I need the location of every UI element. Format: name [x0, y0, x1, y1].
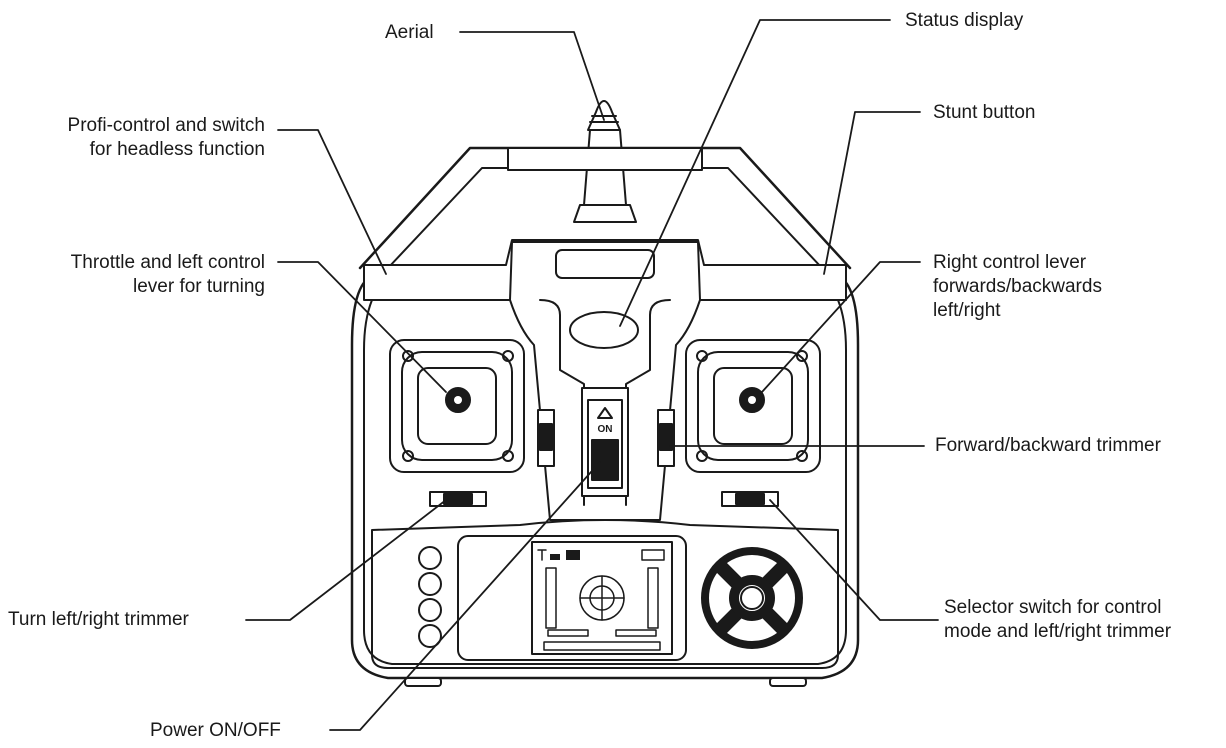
leader-right-lever	[761, 261, 921, 393]
leader-status-display	[619, 19, 891, 327]
label-power: Power ON/OFF	[150, 720, 281, 741]
label-aerial: Aerial	[385, 22, 434, 43]
label-stunt-button: Stunt button	[933, 102, 1036, 123]
label-profi-control: Profi-control and switch for headless fu…	[67, 115, 265, 160]
carry-handle	[358, 146, 852, 270]
power-switch[interactable]: ON	[581, 387, 629, 497]
label-status-display: Status display	[905, 10, 1024, 31]
leader-power	[329, 461, 601, 731]
label-fwd-bwd-trimmer: Forward/backward trimmer	[935, 435, 1161, 456]
turn-left-right-trimmer[interactable]	[429, 491, 487, 507]
label-right-lever: Right control lever forwards/backwards l…	[933, 252, 1102, 321]
left-control-lever[interactable]	[389, 339, 525, 473]
side-round-buttons[interactable]	[418, 546, 442, 648]
selector-switch[interactable]	[721, 491, 779, 507]
leader-profi-control	[277, 129, 387, 275]
lcd-screen	[457, 535, 687, 661]
forward-backward-trimmer[interactable]	[657, 409, 675, 467]
leader-lines	[245, 19, 939, 731]
leader-stunt-button	[823, 111, 921, 275]
leader-selector-switch	[769, 499, 939, 621]
label-selector-switch: Selector switch for control mode and lef…	[944, 597, 1172, 642]
right-control-lever[interactable]	[685, 339, 821, 473]
lower-panel	[371, 519, 839, 669]
power-button[interactable]	[418, 624, 442, 648]
label-turn-trimmer: Turn left/right trimmer	[8, 609, 189, 630]
d-pad[interactable]	[701, 547, 803, 649]
leader-throttle	[277, 261, 447, 393]
label-throttle: Throttle and left control lever for turn…	[70, 252, 265, 297]
left-vertical-trimmer[interactable]	[537, 409, 555, 467]
center-oval	[569, 311, 639, 349]
leader-aerial	[459, 31, 605, 121]
status-display	[555, 249, 655, 279]
leader-turn-trimmer	[245, 499, 447, 621]
power-switch-label: ON	[598, 424, 613, 435]
